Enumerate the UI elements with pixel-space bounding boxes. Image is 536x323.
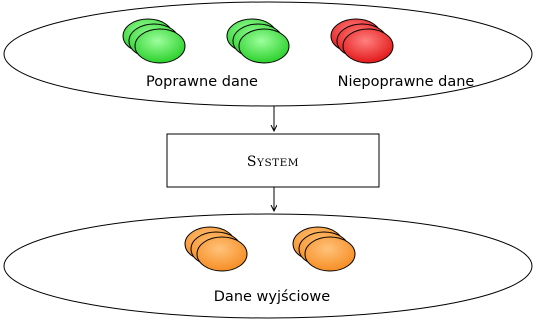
valid-data-label: Poprawne dane — [146, 74, 258, 90]
valid-data-token-stack-1 — [122, 18, 186, 64]
output-token-stack-1 — [184, 226, 248, 272]
input-ellipse — [3, 1, 533, 107]
system-label: SYSTEM — [247, 154, 299, 170]
output-ellipse — [3, 213, 533, 319]
output-data-label: Dane wyjściowe — [214, 289, 331, 305]
invalid-data-token-stack — [330, 18, 394, 64]
system-box — [166, 133, 380, 188]
invalid-data-label: Niepoprawne dane — [338, 74, 475, 90]
output-token-stack-2 — [292, 226, 356, 272]
valid-data-token-stack-2 — [226, 18, 290, 64]
